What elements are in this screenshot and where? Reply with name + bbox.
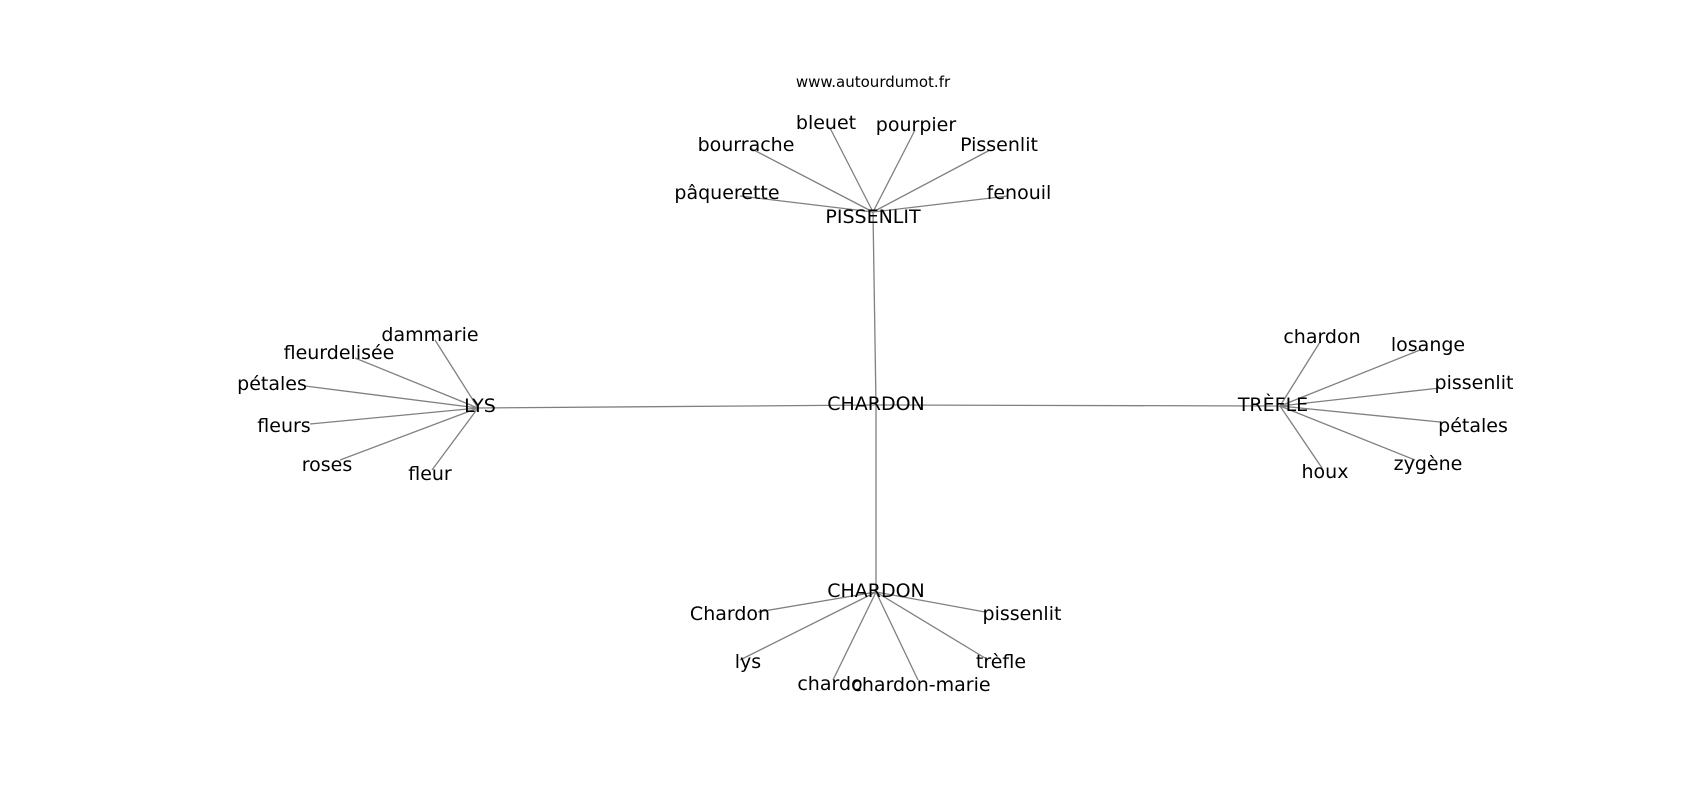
- leaf-node-chardon-5[interactable]: pissenlit: [983, 603, 1062, 625]
- edge-chardon-leaf-4: [875, 591, 986, 659]
- edge-pissenlit-leaf-2: [829, 127, 874, 213]
- leaf-node-pissenlit-5[interactable]: fenouil: [987, 182, 1052, 204]
- leaf-node-pissenlit-3[interactable]: pourpier: [876, 114, 957, 136]
- labels-layer: www.autourdumot.fr CHARDON PISSENLIT pâqu…: [237, 73, 1513, 696]
- edge-lys-leaf-3: [309, 407, 479, 425]
- edge-chardon-leaf-0: [757, 591, 877, 613]
- leaf-node-lys-5[interactable]: fleur: [408, 463, 452, 485]
- leaf-node-pissenlit-0[interactable]: pâquerette: [674, 182, 779, 204]
- leaf-node-pissenlit-4[interactable]: Pissenlit: [960, 134, 1038, 156]
- leaf-node-trefle-1[interactable]: losange: [1391, 334, 1465, 356]
- edge-center-to-pissenlit: [872, 211, 877, 406]
- leaf-node-chardon-4[interactable]: trèfle: [976, 651, 1026, 673]
- edge-chardon-leaf-3: [875, 591, 919, 681]
- edge-pissenlit-leaf-3: [872, 129, 916, 213]
- edge-chardon-leaf-2: [832, 591, 877, 681]
- hub-node-lys[interactable]: LYS: [464, 395, 496, 417]
- leaf-node-lys-0[interactable]: dammarie: [381, 324, 478, 346]
- hub-node-pissenlit[interactable]: PISSENLIT: [825, 206, 921, 228]
- edge-lys-leaf-0: [434, 339, 479, 409]
- edge-trefle-leaf-0: [1279, 341, 1321, 407]
- edge-pissenlit-leaf-5: [872, 195, 1009, 213]
- leaf-node-lys-1[interactable]: fleurdelisée: [284, 342, 395, 364]
- edges-layer: [304, 127, 1441, 681]
- edge-lys-leaf-2: [304, 385, 479, 409]
- leaf-node-chardon-2[interactable]: chardo: [797, 673, 862, 695]
- leaf-node-trefle-4[interactable]: zygène: [1394, 453, 1463, 475]
- edge-trefle-leaf-5: [1279, 405, 1323, 469]
- edge-pissenlit-leaf-0: [739, 195, 874, 213]
- leaf-node-lys-2[interactable]: pétales: [237, 373, 307, 395]
- edge-trefle-leaf-1: [1279, 349, 1421, 407]
- edge-center-to-lys: [477, 404, 877, 409]
- edge-trefle-leaf-2: [1279, 387, 1441, 407]
- leaf-node-trefle-2[interactable]: pissenlit: [1435, 372, 1514, 394]
- edge-pissenlit-leaf-1: [749, 147, 874, 213]
- leaf-node-chardon-1[interactable]: lys: [735, 651, 761, 673]
- edge-lys-leaf-1: [354, 357, 479, 409]
- leaf-node-lys-4[interactable]: roses: [302, 454, 353, 476]
- edge-pissenlit-leaf-4: [872, 149, 991, 213]
- edge-lys-leaf-5: [431, 407, 479, 471]
- edge-lys-leaf-4: [339, 407, 479, 461]
- leaf-node-pissenlit-2[interactable]: bleuet: [796, 112, 856, 134]
- edge-chardon-leaf-1: [739, 591, 877, 661]
- edge-center-to-trefle: [875, 404, 1281, 407]
- leaf-node-pissenlit-1[interactable]: bourrache: [698, 134, 795, 156]
- leaf-node-trefle-0[interactable]: chardon: [1283, 326, 1360, 348]
- hub-node-chardon[interactable]: CHARDON: [827, 580, 925, 602]
- site-watermark[interactable]: www.autourdumot.fr: [796, 73, 951, 91]
- leaf-node-trefle-3[interactable]: pétales: [1438, 415, 1508, 437]
- leaf-node-lys-3[interactable]: fleurs: [257, 415, 310, 437]
- leaf-node-chardon-3[interactable]: chardon-marie: [851, 674, 990, 696]
- edge-chardon-leaf-5: [875, 591, 986, 613]
- edge-trefle-leaf-3: [1279, 405, 1441, 423]
- hub-node-trefle[interactable]: TRÈFLE: [1237, 393, 1308, 416]
- center-node-chardon[interactable]: CHARDON: [827, 393, 925, 415]
- leaf-node-trefle-5[interactable]: houx: [1302, 461, 1349, 483]
- edge-trefle-leaf-4: [1279, 405, 1416, 461]
- leaf-node-chardon-0[interactable]: Chardon: [690, 603, 770, 625]
